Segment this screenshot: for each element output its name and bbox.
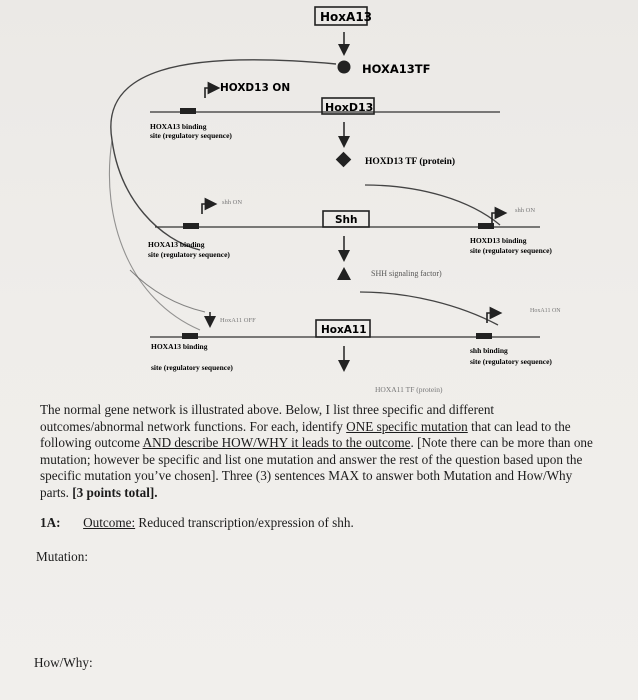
shh-site-line2: site (regulatory sequence) — [470, 357, 552, 366]
question-intro: The normal gene network is illustrated a… — [40, 402, 636, 502]
hoxa13-tf-circle — [337, 60, 351, 74]
shh-on-label-right: shh ON — [515, 207, 535, 214]
hoxa11-promoter-arrow-right — [486, 306, 503, 323]
shh-gene-label: Shh — [335, 214, 358, 226]
intro-line-1: The normal gene network is illustrated a… — [40, 402, 495, 417]
mutation-label: Mutation: — [36, 549, 89, 564]
hoxa13-hoxa11-curve — [129, 269, 206, 313]
hoxd13-gene-label: HoxD13 — [325, 101, 373, 114]
hoxa13-regulation-curve-2 — [108, 139, 201, 331]
hoxa13-gene-label: HoxA13 — [320, 10, 372, 24]
hoxd13-regulation-curve — [364, 184, 501, 226]
hoxd13-tf-diamond — [335, 151, 352, 168]
hoxa13-site-1-line2: site (regulatory sequence) — [150, 131, 232, 140]
hoxa13-site-2-line2: site (regulatory sequence) — [148, 250, 230, 259]
shh-factor-triangle — [337, 267, 351, 280]
shh-factor-label: SHH signaling factor) — [371, 269, 442, 278]
intro-line-6: parts. [3 points total]. — [40, 484, 158, 500]
shh-promoter-arrow-right — [491, 206, 508, 223]
hoxd13-tf-label: HOXD13 TF (protein) — [365, 156, 455, 167]
item-id: 1A: — [40, 515, 61, 530]
hoxa13-site-1-line1: HOXA13 binding — [150, 122, 207, 131]
hoxa13-site-3-line2: site (regulatory sequence) — [151, 363, 233, 372]
question-item-1a: 1A: Outcome: Reduced transcription/expre… — [40, 515, 636, 532]
hoxd13-promoter-arrow — [204, 81, 221, 98]
hoxa13-site-3-line1: HOXA13 binding — [151, 342, 208, 351]
shh-site-line1: shh binding — [470, 346, 508, 355]
intro-line-3: following outcome AND describe HOW/WHY i… — [40, 435, 593, 451]
hoxd13-site-line1: HOXD13 binding — [470, 236, 527, 245]
shh-gene-box — [322, 210, 370, 228]
hoxd13-on-label: HOXD13 ON — [220, 82, 290, 94]
outcome-text: Reduced transcription/expression of shh. — [135, 515, 354, 530]
hoxa13-site-2-line1: HOXA13 binding — [148, 240, 205, 249]
hoxa11-gene-box — [315, 319, 371, 338]
shh-binding-site — [476, 333, 492, 339]
shh-promoter-arrow-left — [201, 197, 218, 214]
hoxa11-gene-label: HoxA11 — [321, 324, 367, 336]
hoxd13-gene-box — [321, 97, 375, 115]
hoxd13-binding-site — [478, 223, 494, 229]
hoxa11-on-label: HoxA11 ON — [530, 308, 561, 314]
hoxa11-off-label: HoxA11 OFF — [220, 317, 256, 324]
hoxa13-gene-box — [314, 6, 368, 26]
hoxa13-binding-site-1 — [180, 108, 196, 114]
hoxa11-tf-label: HOXA11 TF (protein) — [375, 385, 443, 394]
hoxa13-binding-site-3 — [182, 333, 198, 339]
hoxa13-tf-label: HOXA13TF — [362, 62, 430, 76]
shh-on-label-left: shh ON — [222, 199, 242, 206]
intro-line-4: mutation; however be specific and list o… — [40, 451, 583, 467]
gene-network-diagram: HoxA13 HOXA13TF HOXD13 ON HoxD13 HOXA13 … — [108, 6, 561, 394]
intro-line-2: outcomes/abnormal network functions. For… — [40, 418, 571, 434]
outcome-label: Outcome: — [83, 515, 136, 530]
hoxd13-site-line2: site (regulatory sequence) — [470, 246, 552, 255]
howwhy-label: How/Why: — [34, 655, 93, 670]
hoxa13-binding-site-2 — [183, 223, 199, 229]
shh-regulation-curve — [359, 291, 499, 326]
intro-line-5: specific mutation you’ve chosen]. Three … — [40, 468, 573, 484]
